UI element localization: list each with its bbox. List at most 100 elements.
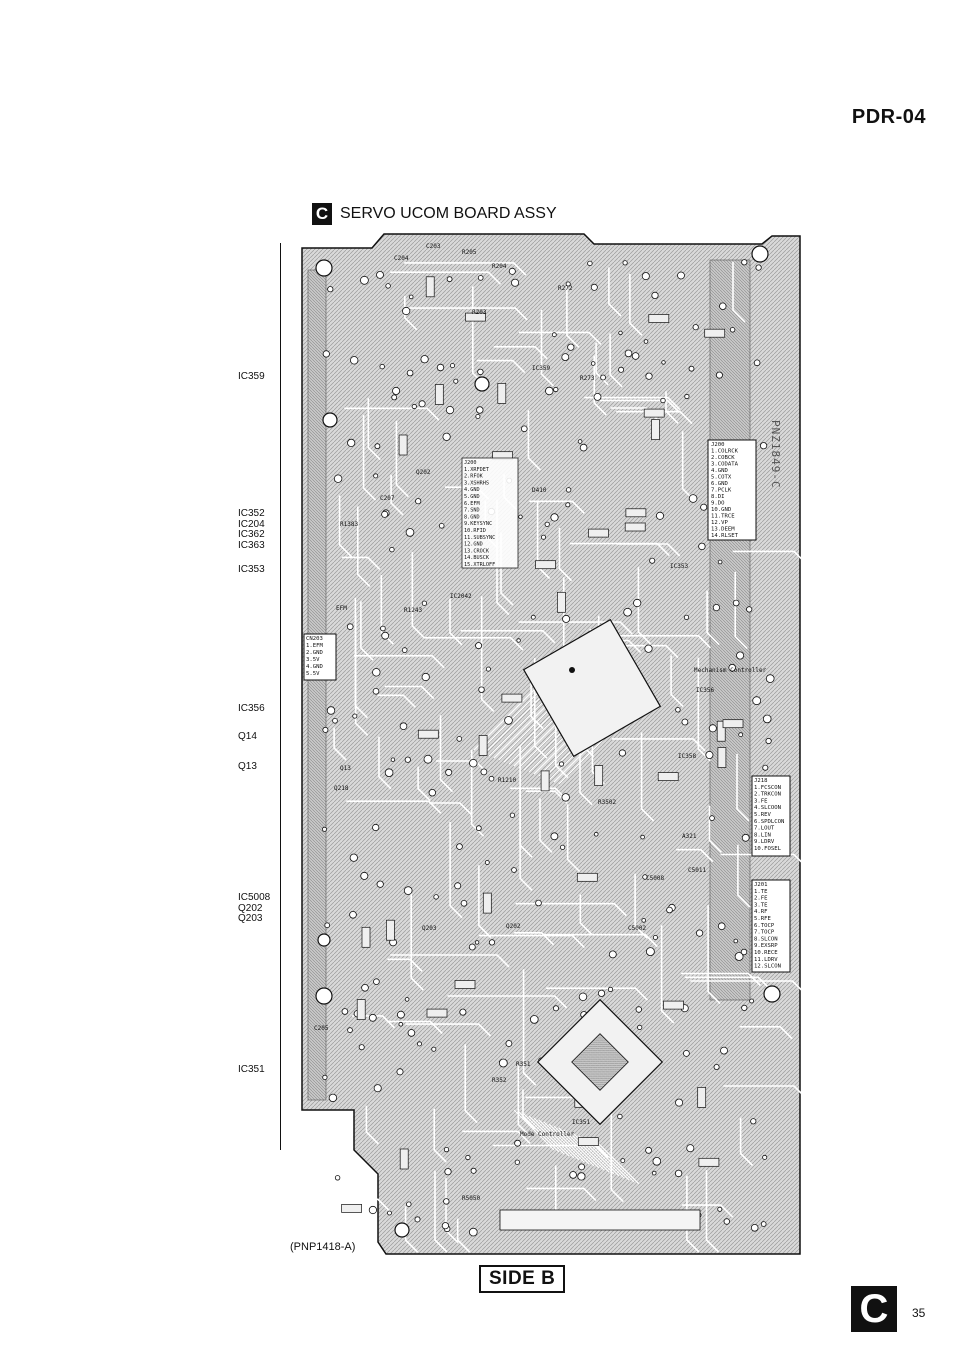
pcb-pad xyxy=(333,474,343,483)
pcb-pad xyxy=(681,718,689,726)
pcb-pad xyxy=(765,737,772,745)
pcb-pad xyxy=(445,768,453,776)
pcb-pad xyxy=(540,534,546,540)
pcb-trace xyxy=(569,542,670,557)
connector-pin-label: 13.DEEM xyxy=(711,527,735,533)
pcb-trace xyxy=(706,590,720,646)
pcb-pad xyxy=(511,867,517,873)
connector-pin-label: 7.PCLK xyxy=(711,488,732,494)
pcb-trace xyxy=(479,934,585,949)
pcb-trace xyxy=(517,1064,531,1137)
pcb-pad xyxy=(321,826,327,832)
part-label: R203 xyxy=(472,309,487,316)
pcb-trace xyxy=(342,556,381,570)
ic-body xyxy=(522,618,662,758)
pcb-pad xyxy=(652,1156,662,1166)
connector-pin-label: 3.TE xyxy=(754,902,768,908)
smd-component xyxy=(535,560,556,570)
ic-mode-controller xyxy=(536,998,664,1126)
pcb-bus-trace xyxy=(543,1121,585,1163)
board-outline xyxy=(301,233,801,1255)
connector-pin-label: 8.LIN xyxy=(754,832,771,838)
pcb-pad xyxy=(322,726,329,733)
pcb-pad xyxy=(666,906,673,914)
ic-mechanism-controller xyxy=(522,618,662,758)
pcb-pad xyxy=(752,696,762,706)
pcb-pad xyxy=(565,281,571,287)
pcb-pad xyxy=(322,1074,328,1081)
connector-pin-label: 4.GND xyxy=(306,664,323,670)
pcb-pad xyxy=(686,1144,695,1153)
pcb-pad xyxy=(453,378,459,384)
pcb-pad xyxy=(709,815,715,821)
pcb-pad xyxy=(552,1005,559,1012)
pcb-bus-trace xyxy=(488,695,550,757)
pcb-pad xyxy=(624,349,633,358)
smd-component xyxy=(482,892,492,914)
pcb-bus-trace xyxy=(563,1129,605,1171)
pcb-pad xyxy=(692,324,699,331)
pcb-pad xyxy=(640,834,645,840)
pcb-pad xyxy=(488,939,496,946)
part-label: C5011 xyxy=(688,867,706,874)
pcb-trace xyxy=(335,1198,391,1212)
pcb-pad xyxy=(759,442,768,450)
pcb-pad xyxy=(341,1008,349,1015)
pcb-bus-trace xyxy=(528,1115,570,1157)
pcb-trace xyxy=(493,346,548,360)
pcb-pad xyxy=(396,1068,404,1076)
pcb-pad xyxy=(577,1172,586,1181)
pcb-pad xyxy=(368,1013,377,1022)
connector-j201 xyxy=(751,879,791,973)
pcb-pad xyxy=(521,425,528,433)
pcb-trace xyxy=(640,732,655,822)
pcb-pad xyxy=(683,614,690,620)
part-label: C5002 xyxy=(628,925,646,932)
part-label: Q203 xyxy=(422,925,437,932)
pcb-trace xyxy=(408,307,528,321)
smd-component xyxy=(577,1137,599,1146)
connector-pin-label: 6.EFM xyxy=(464,501,480,507)
pcb-pad xyxy=(579,443,588,452)
pcb-trace xyxy=(411,551,425,639)
pcb-pad xyxy=(645,1146,653,1154)
smd-component xyxy=(501,693,523,703)
smd-component xyxy=(361,926,371,948)
pcb-pad xyxy=(360,275,369,285)
pcb-pad xyxy=(590,283,598,291)
pcb-pad xyxy=(712,603,720,612)
pcb-pad xyxy=(380,625,386,632)
pcb-pad xyxy=(358,1044,365,1051)
pcb-pad xyxy=(347,438,356,447)
part-label: EFM xyxy=(336,605,347,612)
pcb-pad xyxy=(504,716,513,725)
connector-pin-label: 14.BUSCK xyxy=(464,555,490,561)
pcb-trace xyxy=(429,802,473,816)
pcb-trace xyxy=(599,399,681,414)
connector-box xyxy=(303,633,337,681)
pcb-trace xyxy=(404,295,418,331)
pcb-pad xyxy=(468,943,476,951)
pcb-trace xyxy=(682,1204,734,1218)
smd-component xyxy=(386,919,395,941)
pcb-pad xyxy=(530,1015,539,1024)
pcb-pad xyxy=(530,614,536,620)
pcb-pad xyxy=(700,503,708,511)
pcb-bus-trace xyxy=(533,1117,575,1159)
pcb-pad xyxy=(372,687,380,695)
pcb-pad xyxy=(688,494,698,503)
pcb-trace xyxy=(380,575,394,645)
pcb-pad xyxy=(476,406,484,414)
pcb-pad xyxy=(478,686,485,693)
pcb-pad xyxy=(550,832,559,841)
pcb-pad xyxy=(622,260,628,266)
pcb-trace xyxy=(736,753,750,822)
smd-component xyxy=(588,528,609,538)
pcb-bus-trace xyxy=(538,1119,580,1161)
pcb-trace xyxy=(367,398,381,461)
pcb-pad xyxy=(660,397,666,404)
pcb-pad xyxy=(417,1041,423,1047)
connector-pin-label: 10.RECE xyxy=(754,950,778,956)
connector-pin-label: 2.COBCK xyxy=(711,455,735,461)
pcb-pad xyxy=(637,1024,643,1031)
